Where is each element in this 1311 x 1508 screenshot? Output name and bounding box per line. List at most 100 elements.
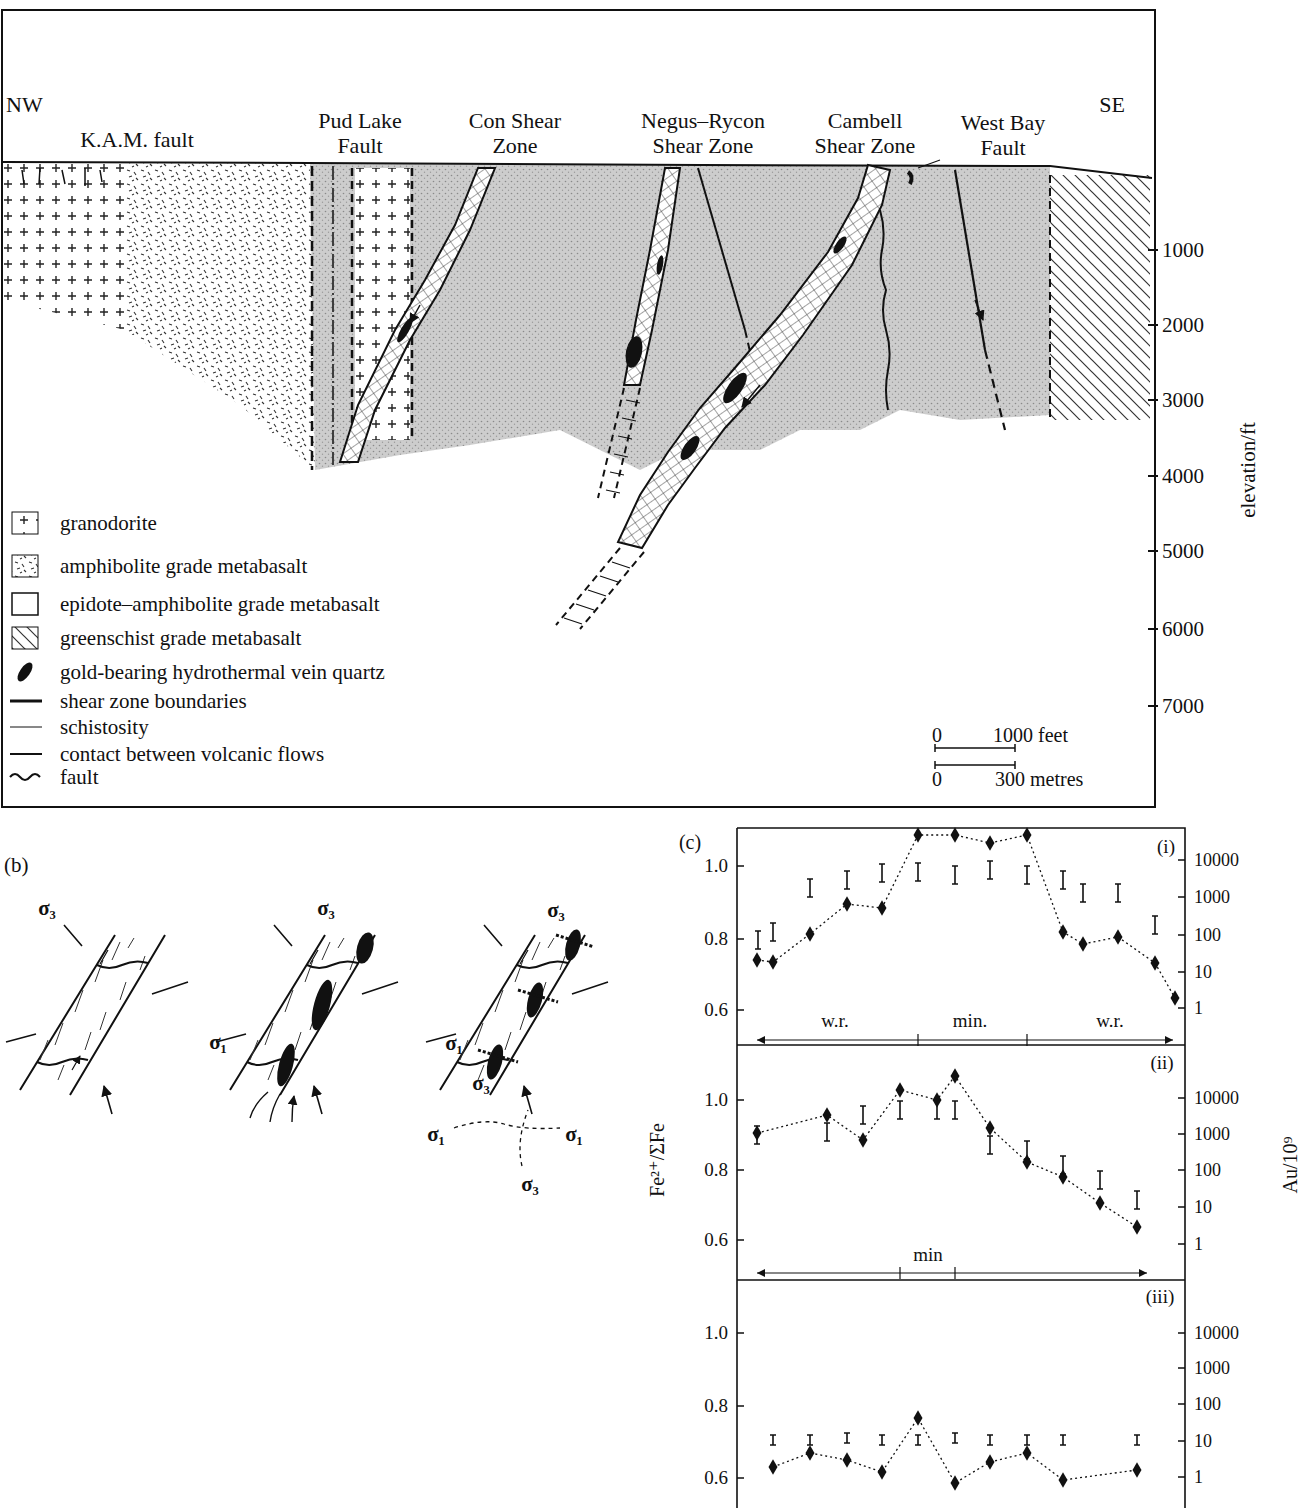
tick-label: 0.8 — [704, 928, 728, 950]
data-point — [878, 900, 887, 916]
axis-tick — [1178, 860, 1185, 1477]
panel-label: (ii) — [1150, 1052, 1173, 1074]
tick-label: 10 — [1194, 1197, 1212, 1218]
tick-label: 0.6 — [704, 999, 728, 1021]
profile-plots — [737, 828, 1185, 1508]
error-bar — [897, 1101, 903, 1119]
stress-diagrams — [6, 925, 608, 1166]
legend-text: gold-bearing hydrothermal vein quartz — [60, 660, 385, 684]
shear-sense-arrow — [975, 300, 983, 320]
error-bar — [1060, 1435, 1066, 1445]
gold-vein — [623, 335, 645, 370]
panel-frame — [2, 10, 1155, 807]
stress-symbol: σ₁ — [565, 1122, 583, 1146]
stress-arrow — [6, 925, 188, 1114]
legend-sample — [10, 774, 40, 780]
data-point — [1171, 990, 1180, 1006]
shear-sense-arrow — [742, 385, 760, 407]
data-point — [1059, 924, 1068, 940]
cross-section — [2, 10, 1158, 807]
schistosity — [40, 938, 145, 1080]
elevation-tick: 1000 — [1162, 238, 1204, 262]
tick-label: 10000 — [1194, 1088, 1239, 1109]
stress-symbol: σ₃ — [547, 898, 565, 922]
shear-zone-extension — [598, 388, 640, 498]
legend-sample — [12, 555, 38, 577]
data-point — [753, 952, 762, 968]
data-point — [843, 1452, 852, 1468]
data-point — [914, 1410, 923, 1426]
data-point — [914, 827, 923, 843]
fault-line — [880, 210, 890, 410]
tick-label: 1.0 — [704, 1089, 728, 1111]
compass-direction: SE — [1099, 92, 1125, 117]
legend-sample — [12, 593, 38, 615]
error-bar — [879, 864, 885, 882]
stress-symbol: σ₃ — [521, 1172, 539, 1196]
tick-label: 0.8 — [704, 1395, 728, 1417]
elevation-tick: 5000 — [1162, 539, 1204, 563]
axis-tick — [737, 866, 744, 1478]
data-point — [1059, 1472, 1068, 1488]
contact-line — [1049, 175, 1051, 420]
data-point — [806, 926, 815, 942]
tick-label: 0.6 — [704, 1467, 728, 1489]
scale-label: 0 — [932, 768, 942, 791]
tick-label: 1000 — [1194, 1124, 1230, 1145]
legend-sample — [15, 660, 36, 684]
data-point — [896, 1082, 905, 1098]
error-bar — [824, 1123, 830, 1141]
data-point — [859, 1132, 868, 1148]
tick-label: 100 — [1194, 1160, 1221, 1181]
tick-label: 100 — [1194, 1394, 1221, 1415]
ground-surface — [3, 162, 1152, 178]
fault-name: Pud Lake Fault — [310, 108, 410, 159]
amphibolite-unit — [125, 162, 315, 470]
profile-data — [753, 827, 1180, 1491]
tick-label: 1000 — [1194, 1358, 1230, 1379]
legend-text: amphibolite grade metabasalt — [60, 554, 307, 578]
elevation-tick: 2000 — [1162, 313, 1204, 337]
leader-line — [918, 160, 940, 168]
data-point — [986, 1454, 995, 1470]
plot-frame — [737, 828, 1185, 1508]
gold-vein — [831, 235, 849, 256]
axis-title: elevation/ft — [1236, 422, 1260, 518]
scale-label: 1000 feet — [993, 724, 1068, 747]
panel-label: (i) — [1157, 836, 1175, 858]
error-bar — [770, 923, 776, 941]
tick-label: 10 — [1194, 1431, 1212, 1452]
shear-zone — [340, 168, 495, 462]
data-point — [1114, 929, 1123, 945]
data-point — [986, 835, 995, 851]
gold-vein — [562, 928, 584, 963]
legend-text: epidote–amphibolite grade metabasalt — [60, 592, 380, 616]
tick-label: 1 — [1194, 1234, 1203, 1255]
shear-zone-extension — [606, 400, 640, 493]
data-point — [951, 827, 960, 843]
tick-label: 1.0 — [704, 1322, 728, 1344]
shear-sense-arrow — [72, 950, 108, 1070]
band-edge — [20, 935, 165, 1095]
data-point — [1023, 1445, 1032, 1461]
zone-span-head — [757, 1036, 1173, 1277]
error-bar — [915, 863, 921, 881]
error-bar — [987, 861, 993, 879]
data-point — [986, 1120, 995, 1136]
gold-vein — [655, 255, 664, 276]
fault-name: West Bay Fault — [953, 110, 1053, 161]
error-bar — [1152, 916, 1158, 934]
fault-line — [332, 166, 334, 465]
stress-symbol: σ₃ — [38, 896, 56, 920]
error-bar — [844, 1433, 850, 1443]
greenschist-unit — [1050, 175, 1150, 420]
error-bar — [807, 879, 813, 897]
gold-vein — [274, 1042, 299, 1088]
error-bar — [1134, 1435, 1140, 1445]
error-bar — [934, 1101, 940, 1119]
scale-label: 0 — [932, 724, 942, 747]
error-bar — [860, 1106, 866, 1124]
error-bar — [1060, 871, 1066, 889]
shear-zone-extension — [556, 548, 644, 629]
